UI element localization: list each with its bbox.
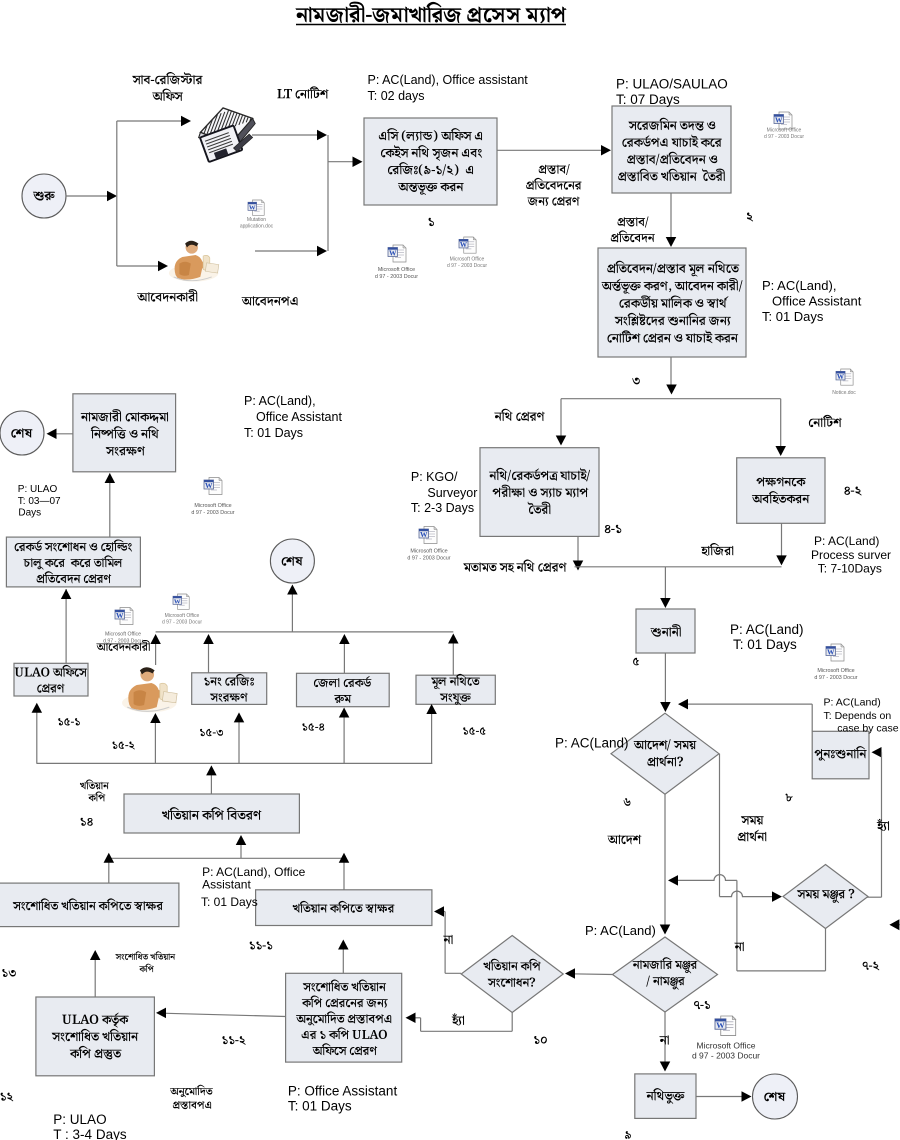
svg-text:d 97 - 2003 Docur: d 97 - 2003 Docur (692, 1051, 760, 1061)
svg-text:d 97 - 2003 Docur: d 97 - 2003 Docur (191, 510, 234, 516)
svg-text:T: 2-3 Days: T: 2-3 Days (411, 501, 474, 515)
svg-text:T : 3-4 Days: T : 3-4 Days (53, 1127, 127, 1140)
svg-text:Process surver: Process surver (811, 548, 891, 562)
svg-text:d 97 - 2003 Docur: d 97 - 2003 Docur (375, 274, 418, 280)
svg-text:Surveyor: Surveyor (427, 486, 477, 500)
svg-text:P: AC(Land): P: AC(Land) (585, 923, 656, 938)
svg-text:Microsoft Office: Microsoft Office (105, 632, 141, 638)
svg-text:T: 01 Days: T: 01 Days (733, 637, 797, 652)
svg-text:P: AC(Land),: P: AC(Land), (244, 394, 316, 408)
svg-text:T: 03—07: T: 03—07 (18, 496, 61, 507)
svg-text:P: ULAO: P: ULAO (53, 1112, 106, 1127)
svg-text:W: W (827, 648, 835, 657)
svg-text:Microsoft Office: Microsoft Office (165, 613, 200, 619)
svg-text:P: ULAO: P: ULAO (18, 484, 58, 495)
svg-text:W: W (775, 116, 783, 125)
svg-text:Microsoft Office: Microsoft Office (378, 267, 415, 273)
svg-text:P: AC(Land): P: AC(Land) (814, 534, 879, 548)
svg-text:Assistant: Assistant (202, 878, 251, 892)
svg-text:Microsoft Office: Microsoft Office (410, 549, 447, 555)
svg-text:Notice.doc: Notice.doc (832, 390, 856, 396)
svg-text:T: 02 days: T: 02 days (368, 89, 425, 103)
svg-text:d 97 - 2003 Docur: d 97 - 2003 Docur (814, 675, 857, 681)
svg-text:Microsoft Office: Microsoft Office (194, 503, 231, 509)
svg-text:P: AC(Land), Office assistant: P: AC(Land), Office assistant (368, 73, 529, 87)
svg-text:P: Office Assistant: P: Office Assistant (288, 1084, 398, 1099)
svg-text:T: 07 Days: T: 07 Days (616, 92, 680, 107)
svg-text:W: W (249, 204, 256, 211)
svg-text:Microsoft Office: Microsoft Office (697, 1041, 756, 1051)
svg-text:P: AC(Land): P: AC(Land) (555, 736, 629, 751)
svg-text:Mutation: Mutation (247, 217, 266, 223)
svg-text:W: W (837, 373, 844, 381)
svg-text:W: W (716, 1020, 725, 1030)
svg-text:Days: Days (18, 508, 41, 519)
svg-text:Microsoft Office: Microsoft Office (767, 128, 802, 134)
svg-text:d 97 - 2003 Docur: d 97 - 2003 Docur (764, 134, 804, 140)
svg-text:Office Assistant: Office Assistant (256, 410, 342, 424)
svg-text:case by case: case by case (837, 723, 898, 735)
svg-text:P: AC(Land): P: AC(Land) (824, 697, 881, 709)
svg-text:P: ULAO/SAULAO: P: ULAO/SAULAO (616, 77, 728, 92)
svg-text:W: W (389, 249, 397, 258)
svg-text:P: AC(Land): P: AC(Land) (730, 622, 804, 637)
svg-text:P: AC(Land),: P: AC(Land), (762, 278, 836, 293)
svg-text:W: W (420, 530, 428, 539)
svg-text:T: 01 Days: T: 01 Days (762, 309, 824, 324)
svg-text:W: W (116, 611, 124, 620)
svg-text:d 97 - 2003 Docur: d 97 - 2003 Docur (447, 263, 487, 269)
svg-text:application.doc: application.doc (240, 224, 274, 230)
svg-text:d 97 - 2003 Docu: d 97 - 2003 Docu (103, 638, 143, 644)
svg-text:P: KGO/: P: KGO/ (411, 470, 458, 484)
svg-text:Microsoft Office: Microsoft Office (817, 668, 854, 674)
svg-text:T: 01 Days: T: 01 Days (288, 1099, 352, 1114)
svg-text:Office Assistant: Office Assistant (772, 294, 862, 309)
svg-text:T: 7-10Days: T: 7-10Days (818, 562, 882, 576)
svg-text:W: W (460, 241, 467, 249)
svg-text:W: W (205, 481, 213, 490)
svg-text:T: Depends on: T: Depends on (824, 710, 892, 722)
svg-text:d 97 - 2003 Docur: d 97 - 2003 Docur (162, 620, 202, 626)
svg-text:T: 01 Days: T: 01 Days (244, 426, 303, 440)
svg-text:P: AC(Land), Office: P: AC(Land), Office (202, 865, 305, 879)
svg-text:Microsoft Office: Microsoft Office (450, 257, 485, 263)
svg-text:W: W (174, 598, 181, 605)
svg-text:d 97 - 2003 Docur: d 97 - 2003 Docur (407, 556, 450, 562)
svg-text:T: 01 Days: T: 01 Days (201, 895, 258, 909)
